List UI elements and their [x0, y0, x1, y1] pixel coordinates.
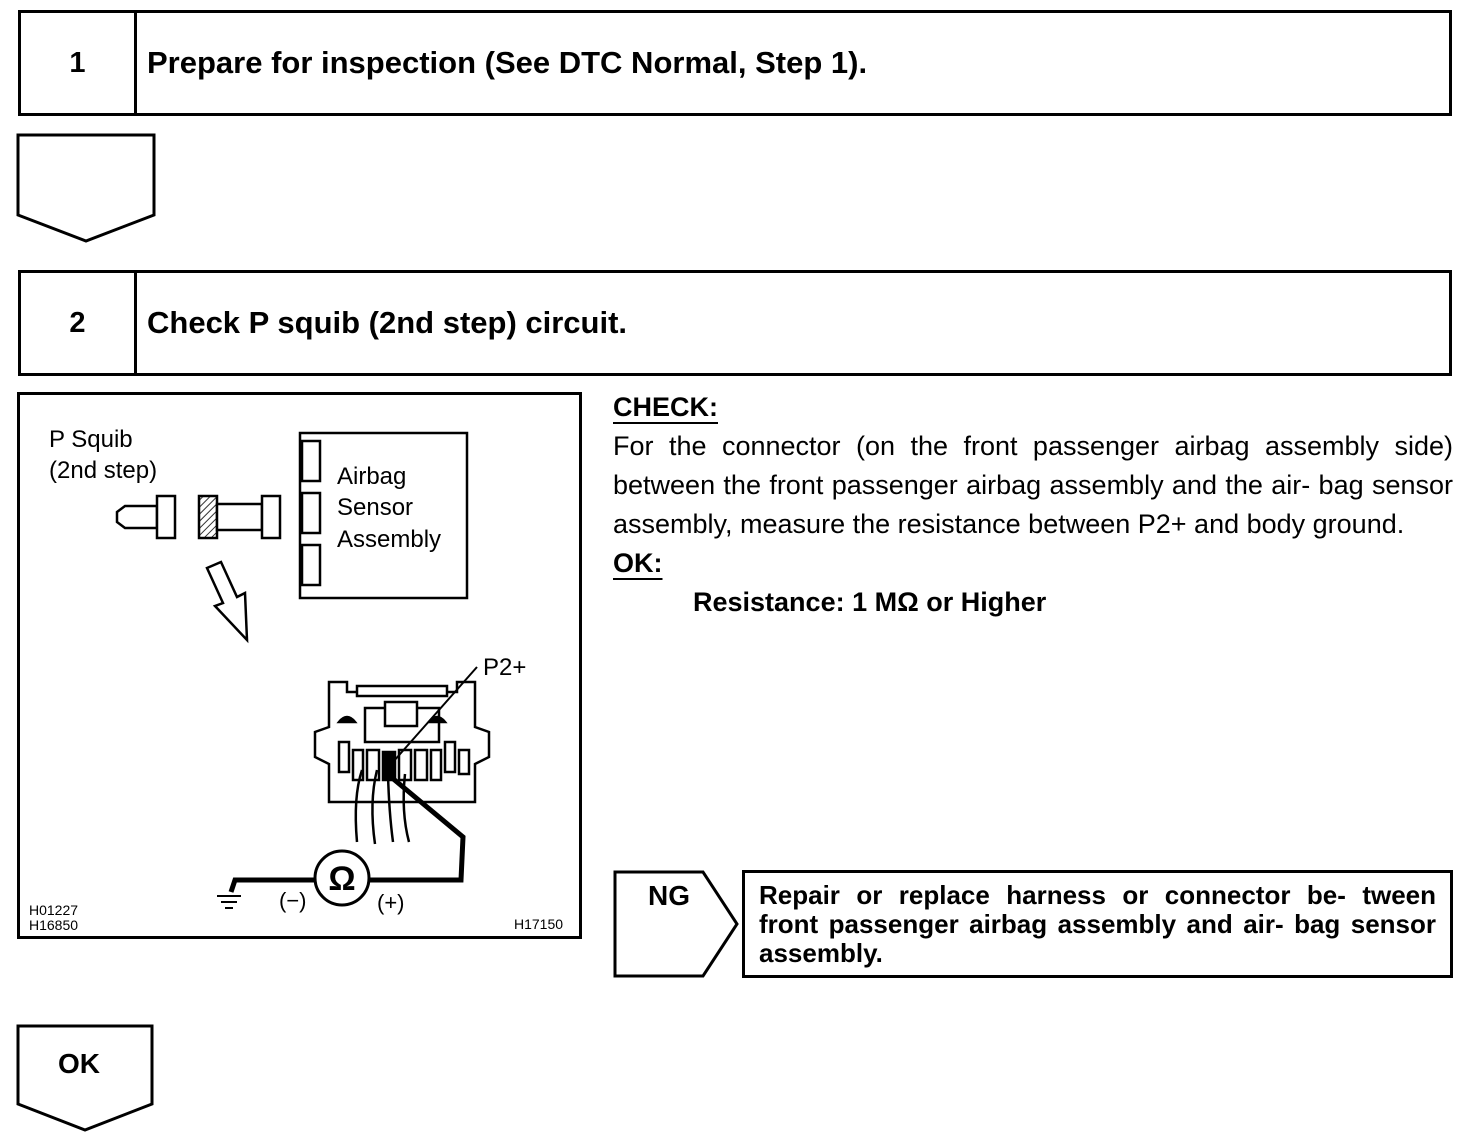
figure-code-left-2: H16850: [29, 917, 78, 933]
sensor-label-line2: Sensor: [337, 494, 413, 521]
step-1-title: Prepare for inspection (See DTC Normal, …: [147, 45, 868, 80]
step-1-header: 1 Prepare for inspection (See DTC Normal…: [18, 10, 1452, 116]
check-label: CHECK:: [613, 392, 718, 422]
airbag-sensor-assembly: [298, 431, 469, 600]
minus-label: (−): [279, 888, 307, 913]
figure-code-right: H17150: [514, 916, 563, 932]
ohmmeter-icon: Ω: [313, 849, 371, 907]
step-2-number: 2: [21, 273, 137, 373]
terminal-label: P2+: [483, 654, 526, 681]
ok-label: OK: [58, 1048, 100, 1079]
check-instructions: For the connector (on the front passenge…: [613, 431, 1453, 539]
ok-arrow: [16, 1024, 154, 1132]
ng-label: NG: [648, 880, 690, 911]
ng-arrow: [613, 870, 739, 978]
plus-label: (+): [377, 890, 405, 915]
detail-arrow-icon: [205, 560, 249, 644]
resistance-spec: Resistance: 1 MΩ or Higher: [693, 587, 1047, 617]
wire-harness: [354, 769, 411, 845]
squib-label-line2: (2nd step): [49, 457, 157, 484]
step-2-title: Check P squib (2nd step) circuit.: [147, 305, 628, 340]
ground-icon: [217, 895, 241, 909]
continue-arrow: [16, 133, 156, 243]
ground-lead: [228, 877, 315, 893]
connector-diagram: P Squib (2nd step) Airbag Sensor Assembl…: [17, 392, 582, 939]
probe-lead: [367, 770, 466, 883]
squib-label-line1: P Squib: [49, 426, 133, 453]
connector-front-view: [313, 680, 491, 804]
squib-connector: [115, 494, 282, 540]
figure-code-left-1: H01227: [29, 902, 78, 918]
ng-action-box: Repair or replace harness or connector b…: [742, 870, 1453, 978]
ok-criteria-label: OK:: [613, 548, 663, 578]
sensor-label-line3: Assembly: [337, 526, 441, 553]
check-section: CHECK: For the connector (on the front p…: [613, 388, 1453, 622]
sensor-label-line1: Airbag: [337, 463, 406, 490]
step-2-header: 2 Check P squib (2nd step) circuit.: [18, 270, 1452, 376]
ohm-symbol: Ω: [328, 860, 355, 898]
step-1-number: 1: [21, 13, 137, 113]
